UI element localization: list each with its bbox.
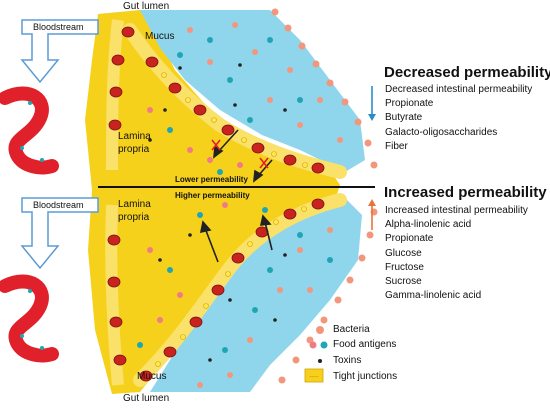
- lumen-top-region: [140, 10, 365, 172]
- higher-permeability-label: Higher permeability: [175, 191, 250, 200]
- mucus-top-label: Mucus: [145, 31, 175, 42]
- tight-junction-marks: [155, 72, 308, 367]
- decreased-permeability-item: Galacto-oligosaccharides: [385, 126, 498, 138]
- decreased-arrow-icon: [368, 86, 376, 121]
- increased-arrow-icon: [368, 199, 376, 230]
- svg-text:~~~~: ~~~~: [309, 374, 319, 379]
- bacteria-particles: [187, 22, 343, 388]
- lamina-particles: [137, 107, 243, 348]
- increased-permeability-item: Glucose: [385, 247, 422, 259]
- gut-lumen-bottom-label: Gut lumen: [123, 393, 170, 404]
- bloodstream-arrow-bottom: [20, 197, 99, 270]
- blood-vessel-top: [0, 86, 59, 175]
- increased-permeability-item: Fructose: [385, 261, 424, 273]
- lamina-top-line1: Lamina: [118, 131, 151, 142]
- decreased-permeability-item: Decreased intestinal permeability: [385, 84, 533, 95]
- legend-toxins-label: Toxins: [333, 355, 362, 366]
- toxin-particles: [148, 63, 287, 362]
- legend-tight-junctions-label: Tight junctions: [333, 371, 398, 382]
- increased-permeability-item: Propionate: [385, 233, 434, 245]
- legend-bacteria-icon: [316, 326, 324, 334]
- blood-vessel-bottom: [0, 274, 59, 363]
- legend-food-antigen-teal-icon: [320, 341, 328, 349]
- decreased-permeability-item: Butyrate: [385, 112, 423, 124]
- outer-bacteria-dots: [271, 8, 378, 384]
- decreased-permeability-item: Fiber: [385, 140, 408, 152]
- increased-permeability-heading: Increased permeability: [384, 184, 547, 201]
- blood-vessel-particles: [20, 101, 44, 350]
- increased-permeability-item: Increased intestinal permeability: [385, 205, 528, 216]
- lamina-propria-region: [85, 10, 340, 394]
- lamina-bottom-line1: Lamina: [118, 199, 151, 210]
- legend-food-antigen-red-icon: [309, 341, 317, 349]
- legend-toxin-icon: [318, 359, 322, 363]
- blocked-markers: [211, 139, 269, 169]
- increased-permeability-item: Gamma-linolenic acid: [385, 290, 482, 302]
- decreased-permeability-item: Propionate: [385, 98, 434, 110]
- mucus-bottom-label: Mucus: [137, 371, 167, 382]
- lamina-top-line2: propria: [118, 144, 150, 155]
- legend-food-antigens-label: Food antigens: [333, 339, 397, 350]
- decreased-permeability-heading: Decreased permeability: [384, 64, 550, 81]
- epithelial-cells: [107, 26, 325, 382]
- bloodstream-bottom-label: Bloodstream: [33, 200, 84, 210]
- gut-lumen-top-label: Gut lumen: [123, 1, 170, 12]
- lower-permeability-label: Lower permeability: [175, 175, 248, 184]
- increased-permeability-item: Alpha-linolenic acid: [385, 219, 472, 231]
- increased-permeability-item: Sucrose: [385, 276, 422, 288]
- legend-bacteria-label: Bacteria: [333, 324, 370, 335]
- epithelium-bottom: [133, 193, 347, 387]
- legend-tight-junction-icon: [304, 368, 324, 383]
- lumen-bottom-region: [150, 198, 362, 392]
- bloodstream-arrow-top: [20, 19, 99, 84]
- translocation-arrows: [199, 129, 273, 263]
- food-antigen-teal-particles: [177, 37, 333, 353]
- lamina-bottom-line2: propria: [118, 212, 150, 223]
- bloodstream-top-label: Bloodstream: [33, 22, 84, 32]
